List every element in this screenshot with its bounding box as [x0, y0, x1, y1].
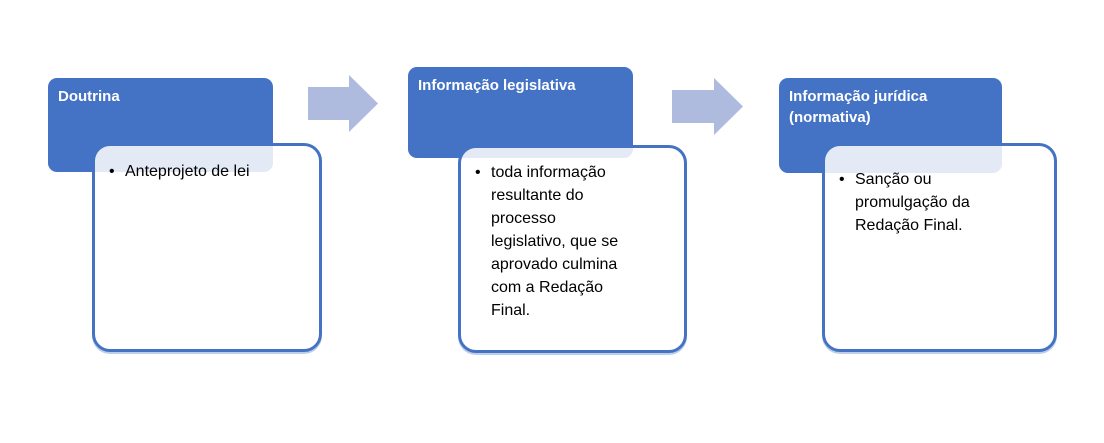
bullet-marker-icon: •	[109, 163, 115, 180]
step1-bullet-text: Anteprojeto de lei	[125, 163, 250, 180]
step1-header-label: Doutrina	[58, 88, 120, 105]
step3-bullet-item: • Sanção ou promulgação da Redação Final…	[839, 168, 1044, 237]
flow-arrow-icon-2	[672, 78, 743, 135]
bullet-marker-icon: •	[839, 171, 845, 188]
flow-arrow-icon-1	[308, 75, 378, 132]
step1-bullet-item: • Anteprojeto de lei	[109, 160, 309, 183]
step2-header-label: Informação legislativa	[418, 77, 576, 94]
step1-content-box: • Anteprojeto de lei	[92, 143, 322, 352]
step3-content-box: • Sanção ou promulgação da Redação Final…	[822, 143, 1057, 352]
step2-bullet-text: toda informação resultante do processo l…	[491, 164, 619, 319]
step2-header: Informação legislativa	[408, 67, 633, 158]
step2-bullet-item: • toda informação resultante do processo…	[475, 161, 676, 322]
step3-header-label: Informação jurídica (normativa)	[789, 88, 928, 126]
bullet-marker-icon: •	[475, 164, 481, 181]
step2-content-box: • toda informação resultante do processo…	[458, 145, 687, 353]
step3-bullet-text: Sanção ou promulgação da Redação Final.	[855, 171, 970, 234]
